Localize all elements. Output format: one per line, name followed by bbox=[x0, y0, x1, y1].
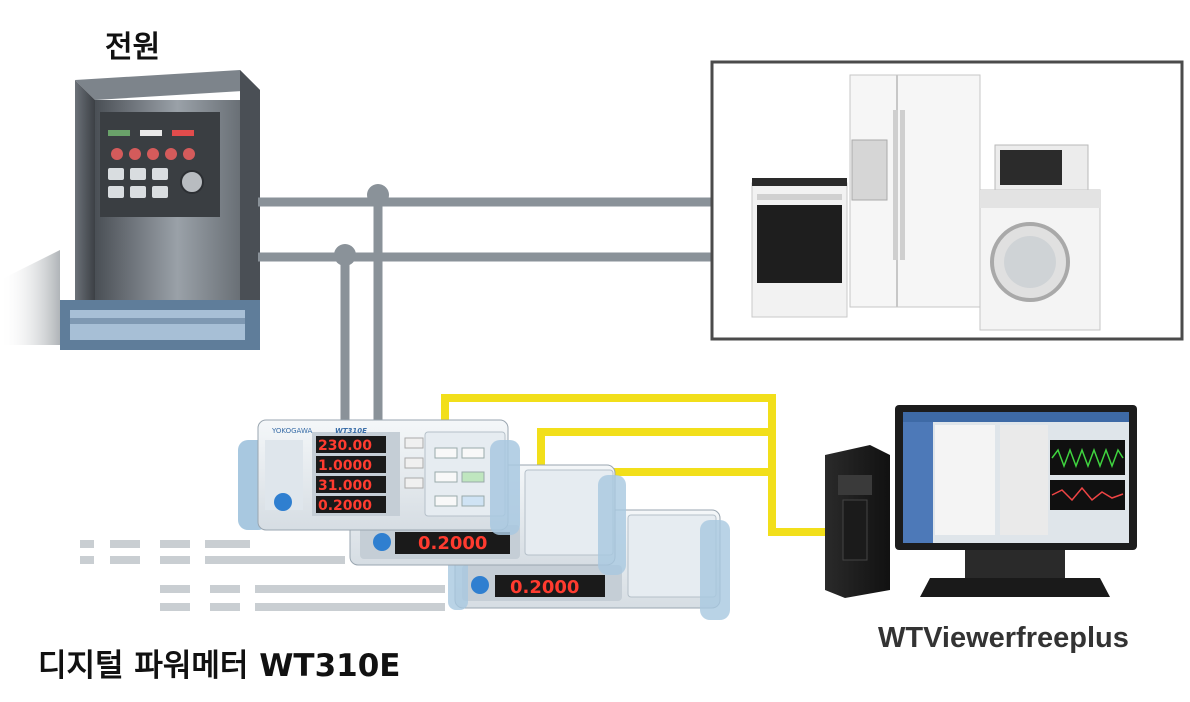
meter-secondary-reading: 0.2000 bbox=[510, 577, 579, 598]
power-meter-label: 디지털 파워메터 WT310E bbox=[38, 648, 401, 684]
power-meter-icon bbox=[238, 419, 520, 535]
monitor-icon bbox=[895, 405, 1137, 597]
software-label: WTViewerfreeplus bbox=[878, 622, 1129, 654]
meter-model: WT310E bbox=[335, 427, 367, 435]
power-source-label: 전원 bbox=[105, 30, 161, 65]
power-lines bbox=[258, 195, 712, 425]
meter-secondary-reading: 0.2000 bbox=[418, 533, 487, 554]
meter-reading-power: 31.000 bbox=[318, 478, 372, 494]
appliances-icon bbox=[710, 60, 1184, 341]
junction-node bbox=[334, 244, 356, 266]
junction-node bbox=[367, 184, 389, 206]
meter-reading-voltage: 230.00 bbox=[318, 438, 372, 454]
power-cabinet-icon bbox=[0, 70, 260, 350]
computer-icon bbox=[825, 445, 890, 598]
meter-reading-current: 1.0000 bbox=[318, 458, 372, 474]
meter-brand: YOKOGAWA bbox=[271, 427, 312, 435]
decorative-dashes bbox=[80, 540, 445, 611]
meter-reading-factor: 0.2000 bbox=[318, 498, 372, 514]
